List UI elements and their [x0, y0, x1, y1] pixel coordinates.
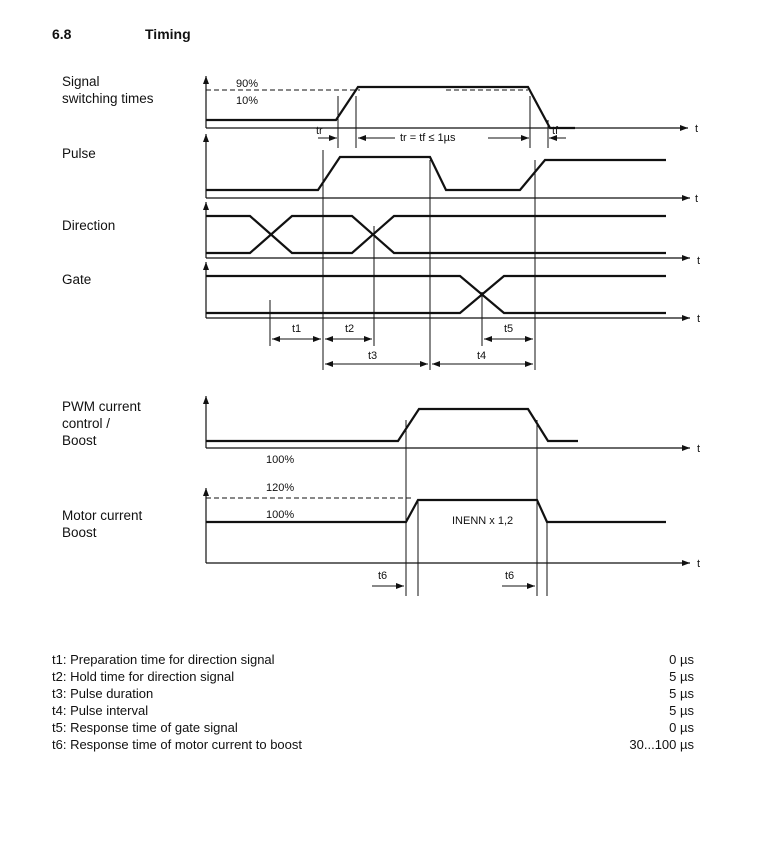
label-t6-left: t6: [378, 570, 387, 582]
legend-desc: t6: Response time of motor current to bo…: [52, 737, 303, 752]
label-pwm-100: 100%: [266, 454, 294, 466]
label-switching-times: Signal switching times: [62, 74, 154, 106]
axis-t-pulse: t: [695, 193, 698, 205]
label-t2: t2: [345, 323, 354, 335]
timing-legend: t1: Preparation time for direction signa…: [52, 652, 702, 754]
legend-row-t6: t6: Response time of motor current to bo…: [52, 737, 702, 754]
legend-value: 5 µs: [669, 703, 694, 718]
section-number: 6.8: [52, 26, 72, 42]
legend-desc: t2: Hold time for direction signal: [52, 669, 235, 684]
label-motor-current: Motor current Boost: [62, 508, 143, 540]
axis-t-motor: t: [697, 558, 700, 570]
switching-waveform: [206, 85, 575, 130]
label-t6-right: t6: [505, 570, 514, 582]
pwm-waveform: [206, 407, 578, 443]
legend-row-t1: t1: Preparation time for direction signa…: [52, 652, 702, 669]
label-t3: t3: [368, 350, 377, 362]
legend-value: 5 µs: [669, 686, 694, 701]
timing-diagram: 90% 10% tr tr = tf ≤ 1µs tf t t t t t t …: [203, 76, 700, 596]
axis-t-switching: t: [695, 123, 698, 135]
gate-waveform-b: [206, 274, 666, 315]
legend-desc: t3: Pulse duration: [52, 686, 154, 701]
gate-waveform-a: [206, 274, 666, 315]
legend-row-t5: t5: Response time of gate signal 0 µs: [52, 720, 702, 737]
legend-desc: t4: Pulse interval: [52, 703, 149, 718]
label-motor-100: 100%: [266, 509, 294, 521]
label-rise-fall-spec: tr = tf ≤ 1µs: [400, 132, 456, 144]
legend-value: 0 µs: [669, 652, 694, 667]
direction-waveform-b: [206, 214, 666, 255]
label-tr: tr: [316, 125, 323, 137]
pulse-waveform-1: [206, 155, 666, 192]
label-motor-120: 120%: [266, 482, 294, 494]
legend-row-t4: t4: Pulse interval 5 µs: [52, 703, 702, 720]
axis-t-gate: t: [697, 313, 700, 325]
label-pulse: Pulse: [62, 146, 96, 161]
label-direction: Direction: [62, 218, 116, 233]
legend-value: 0 µs: [669, 720, 694, 735]
label-t4: t4: [477, 350, 486, 362]
legend-value: 5 µs: [669, 669, 694, 684]
label-gate: Gate: [62, 272, 92, 287]
axis-t-direction: t: [697, 255, 700, 267]
direction-waveform-a: [206, 214, 666, 255]
label-pwm-current: PWM current control / Boost: [62, 399, 141, 448]
label-inenn: INENN x 1,2: [452, 515, 513, 527]
label-90-percent: 90%: [236, 78, 258, 90]
label-tf: tf: [552, 125, 559, 137]
label-t5: t5: [504, 323, 513, 335]
axis-t-pwm: t: [697, 443, 700, 455]
legend-desc: t1: Preparation time for direction signa…: [52, 652, 275, 667]
legend-desc: t5: Response time of gate signal: [52, 720, 238, 735]
legend-row-t2: t2: Hold time for direction signal 5 µs: [52, 669, 702, 686]
label-10-percent: 10%: [236, 95, 258, 107]
label-t1: t1: [292, 323, 301, 335]
motor-current-waveform: [206, 498, 666, 524]
legend-row-t3: t3: Pulse duration 5 µs: [52, 686, 702, 703]
legend-value: 30...100 µs: [629, 737, 694, 752]
section-title: Timing: [145, 26, 191, 42]
